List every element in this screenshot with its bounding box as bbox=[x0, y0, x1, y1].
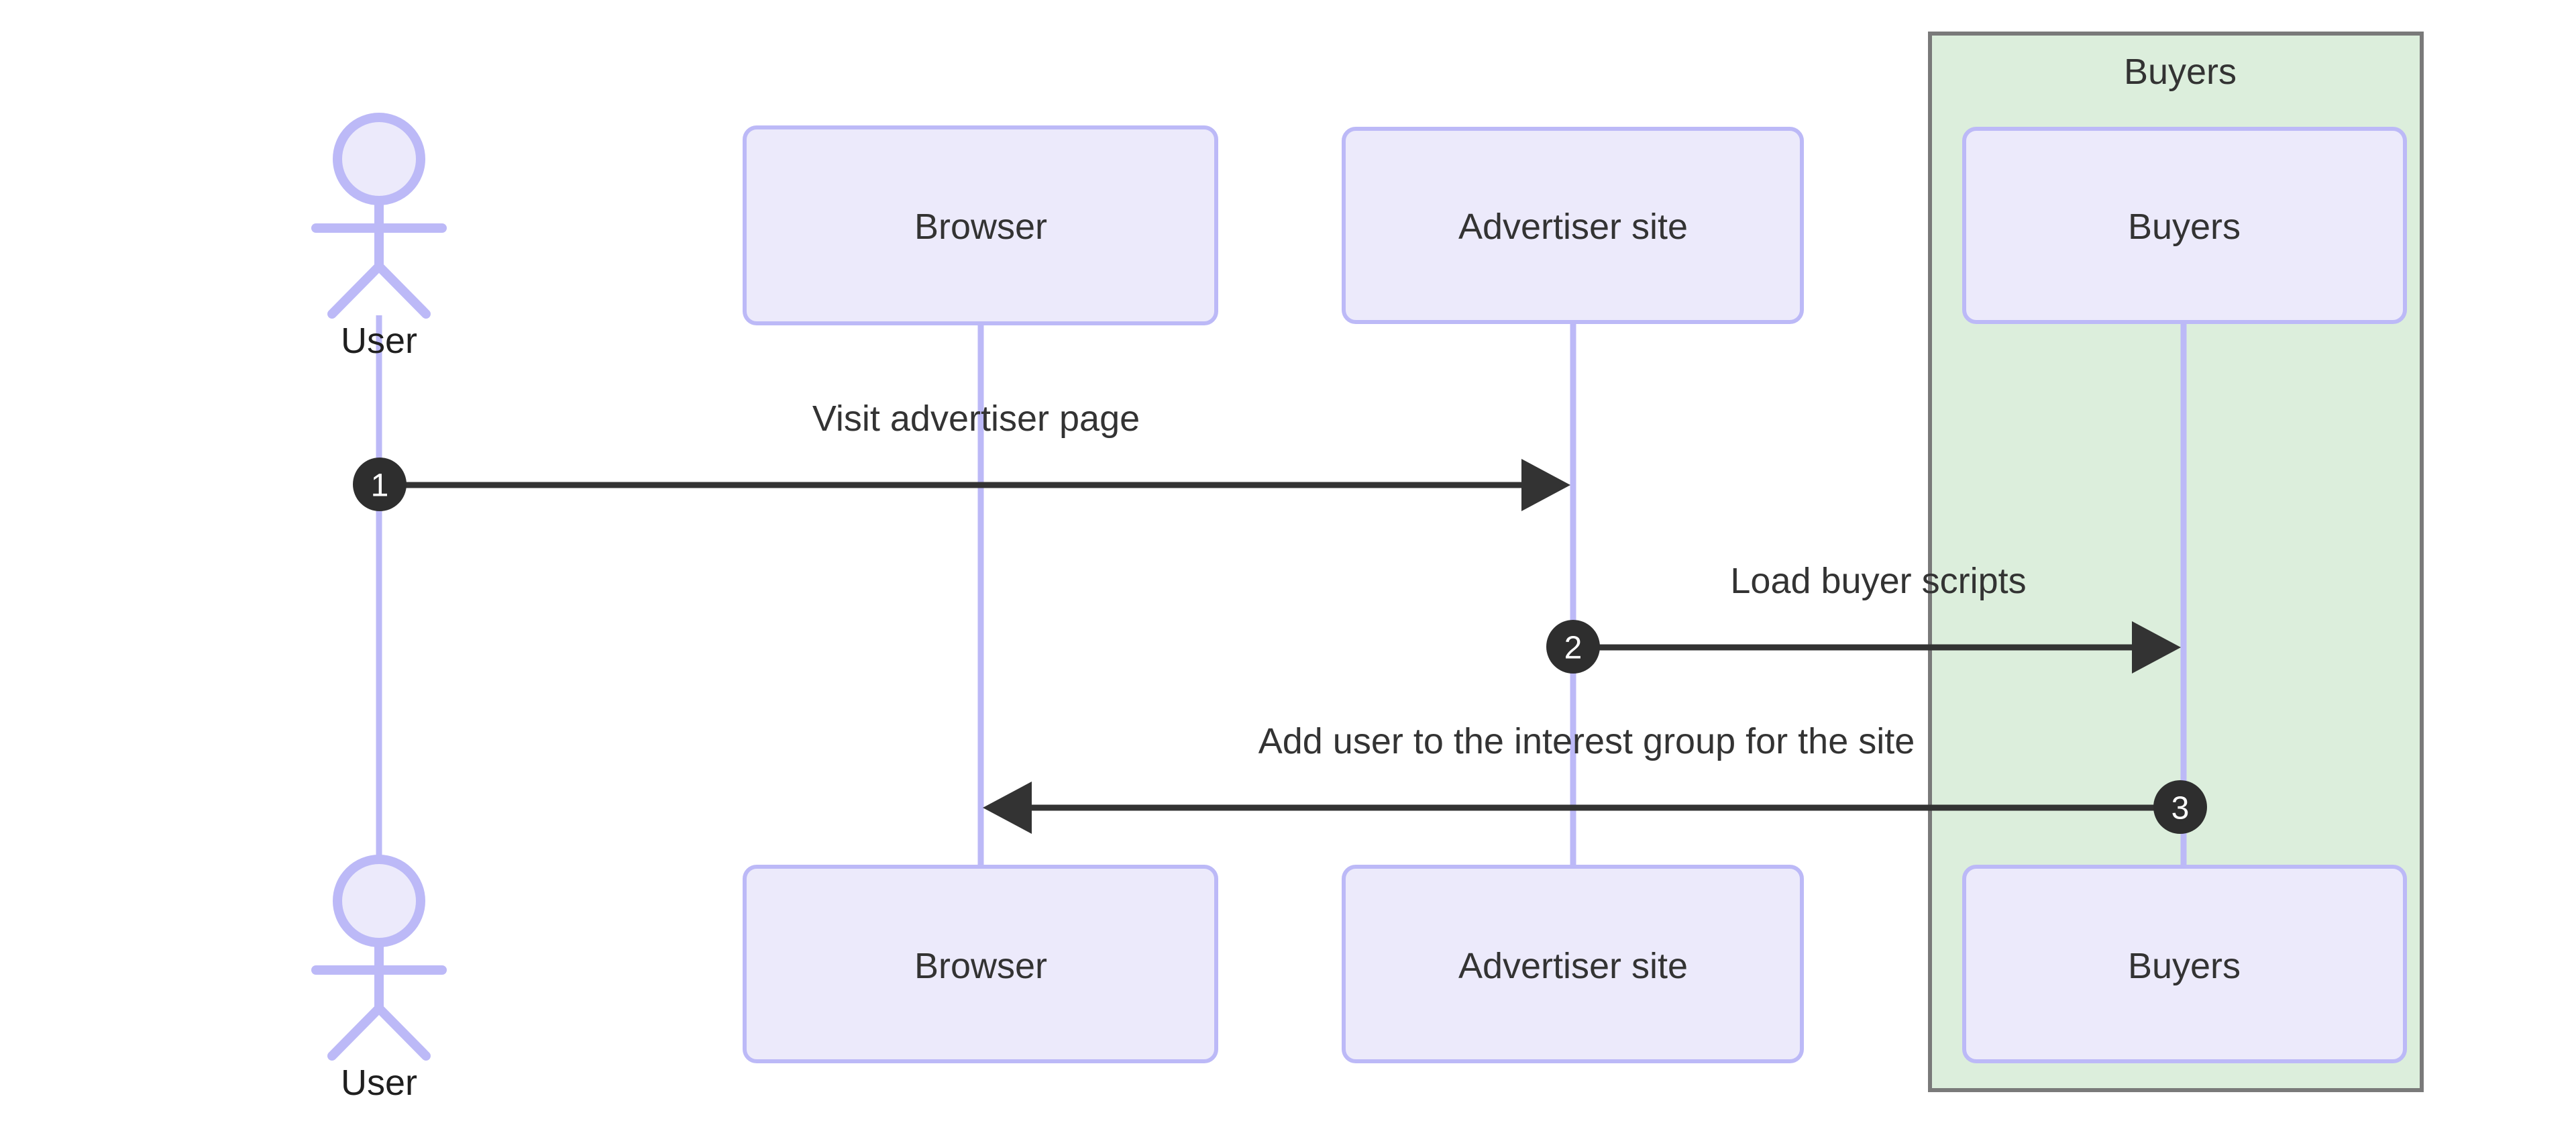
participant-buyers-top-rect bbox=[1962, 127, 2407, 324]
message-2-label: Load buyer scripts bbox=[1730, 561, 2026, 601]
participant-buyers-bottom-label: Buyers bbox=[2128, 946, 2241, 986]
participant-advertiser-bottom-rect bbox=[1342, 865, 1804, 1063]
group-buyers-label: Buyers bbox=[2124, 52, 2237, 92]
participant-user-bottom-label: User bbox=[341, 1063, 417, 1103]
message-3-arrowhead-left-icon bbox=[983, 782, 1032, 834]
participant-buyers-bottom-rect bbox=[1962, 865, 2407, 1063]
participant-buyers-bottom[interactable]: Buyers bbox=[1962, 865, 2407, 1063]
actor-head-icon bbox=[333, 113, 425, 205]
participant-user-top[interactable]: User bbox=[311, 113, 447, 361]
participant-advertiser-bottom[interactable]: Advertiser site bbox=[1342, 865, 1804, 1063]
participant-advertiser-top-rect bbox=[1342, 127, 1804, 324]
participant-browser-top-rect bbox=[743, 125, 1218, 325]
participant-browser-top[interactable]: Browser bbox=[743, 125, 1218, 325]
message-3-badge bbox=[2153, 780, 2207, 834]
message-2-arrowhead-right-icon bbox=[2132, 621, 2181, 674]
participant-buyers-top-label: Buyers bbox=[2128, 207, 2241, 247]
participant-user-top-label: User bbox=[341, 321, 417, 361]
message-1-arrowhead-right-icon bbox=[1521, 459, 1570, 511]
participant-buyers-top[interactable]: Buyers bbox=[1962, 127, 2407, 324]
message-1-badge bbox=[353, 458, 407, 511]
message-2[interactable]: Load buyer scripts 2 bbox=[1546, 561, 2181, 674]
message-1[interactable]: Visit advertiser page 1 bbox=[353, 398, 1570, 511]
participant-advertiser-top[interactable]: Advertiser site bbox=[1342, 127, 1804, 324]
participant-user-bottom[interactable]: User bbox=[311, 855, 447, 1103]
message-3-label: Add user to the interest group for the s… bbox=[1258, 721, 1915, 761]
message-3-number: 3 bbox=[2171, 791, 2190, 826]
message-2-badge bbox=[1546, 620, 1600, 674]
participant-browser-bottom-label: Browser bbox=[914, 946, 1047, 986]
message-1-number: 1 bbox=[371, 468, 389, 504]
actor-legs-icon bbox=[327, 262, 431, 319]
message-3[interactable]: Add user to the interest group for the s… bbox=[983, 721, 2207, 834]
actor-legs-icon bbox=[327, 1004, 431, 1061]
participant-browser-top-label: Browser bbox=[914, 207, 1047, 247]
actor-head-icon bbox=[333, 855, 425, 947]
message-1-label: Visit advertiser page bbox=[812, 398, 1140, 439]
participant-advertiser-bottom-label: Advertiser site bbox=[1458, 946, 1688, 986]
participant-browser-bottom[interactable]: Browser bbox=[743, 865, 1218, 1063]
message-2-number: 2 bbox=[1564, 631, 1582, 666]
participant-browser-bottom-rect bbox=[743, 865, 1218, 1063]
participant-advertiser-top-label: Advertiser site bbox=[1458, 207, 1688, 247]
